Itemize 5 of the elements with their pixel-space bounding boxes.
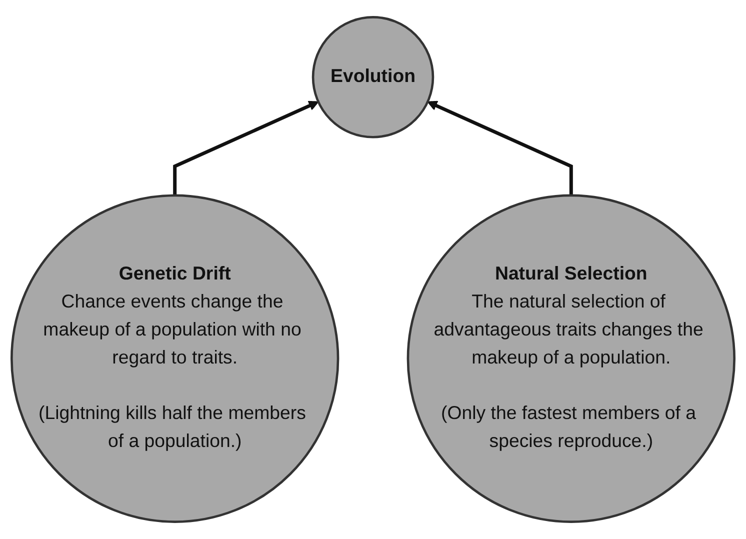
arrow <box>427 100 573 196</box>
node-circle: Genetic Drift Chance events change the makeup of a population with no regard to traits. (Lightning kills half the members of a population.) <box>10 194 340 523</box>
node-circle: Natural Selection The natural selection of advantageous traits changes the makeup of a population. (Only the fastest members of a species reproduce.) <box>406 194 736 523</box>
node-circle: Evolution <box>312 16 434 138</box>
arrow <box>173 100 319 196</box>
